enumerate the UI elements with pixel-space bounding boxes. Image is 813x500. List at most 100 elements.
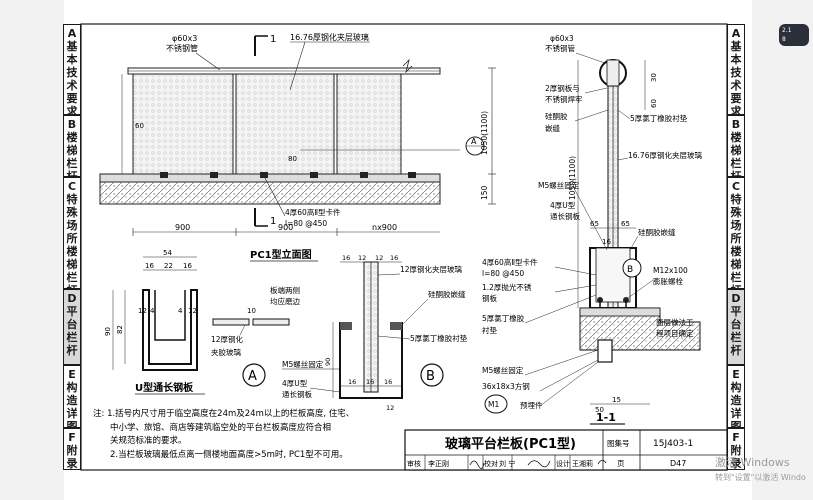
note-line-4: 2.当栏板玻璃最低点离一侧楼地面高度>5m时, PC1型不可用。 — [110, 449, 348, 460]
review-name: 李正刚 — [428, 459, 449, 468]
s-silicone-label-1: 硅酮胶 — [545, 111, 568, 121]
u-channel-title: U型通长钢板 — [135, 381, 194, 394]
s-pipe-label-2: 不锈钢管 — [545, 43, 575, 53]
dim-4a: 4 — [150, 307, 155, 315]
s-m1-callout: M1 — [488, 400, 499, 409]
dim-1050: 1050(1100) — [480, 111, 489, 155]
section-1-1: 30 60 1050(1100) 65 65 16 15 50 φ60x3 不锈… — [482, 34, 702, 425]
s-face-label-2: 程项目确定 — [656, 328, 694, 338]
dim-12b: 12 — [188, 307, 197, 315]
callout-a-detail — [242, 363, 266, 387]
s-embed-label: 预埋件 — [520, 400, 543, 410]
s-u-label-2: 通长钢板 — [550, 211, 580, 221]
dim-b-12a: 12 — [358, 254, 366, 262]
glass-panel — [132, 73, 234, 175]
tab-label: 附录 — [66, 444, 78, 470]
page-label: 页 — [617, 459, 625, 468]
s-face-label-1: 面层做法工 — [656, 317, 694, 327]
right-tab-e[interactable]: E 构造详图 — [727, 365, 745, 433]
s-dim-30: 30 — [650, 73, 658, 82]
s-dim-65b: 65 — [621, 220, 630, 228]
left-index-strip — [0, 0, 64, 500]
badge-upload: 2.1 — [782, 27, 792, 34]
clip-label-1: 4厚60高Ⅱ型卡件 — [285, 207, 341, 217]
edge-label-1: 板端两侧 — [270, 285, 300, 295]
b-u-label-1: 4厚U型 — [282, 379, 308, 388]
dim-nx900: nx900 — [372, 223, 397, 232]
glass-a-label-1: 12厚钢化 — [211, 334, 244, 344]
s-dim-50: 50 — [595, 406, 604, 414]
pipe-size-label: φ60x3 — [172, 34, 197, 43]
tab-label: 附录 — [730, 444, 742, 470]
detail-b: 16 12 12 16 16 16 16 90 12 12厚钢化夹层玻璃 硅酮胶… — [282, 254, 468, 412]
pipe-material-label: 不锈钢管 — [166, 43, 198, 53]
section-mark-bottom: 1 — [270, 216, 276, 227]
s-exp-label-1: M12x100 — [653, 266, 688, 275]
atlas-label: 图集号 — [607, 438, 630, 448]
right-tab-a[interactable]: A 基本技术要求 — [727, 24, 745, 118]
floor-finish — [99, 173, 441, 183]
detail-a: 10 板端两侧 均应磨边 12厚钢化 夹胶玻璃 A — [211, 285, 300, 387]
s-angle-label: 36x18x3方钢 — [482, 381, 530, 391]
dim-90: 90 — [104, 327, 112, 336]
title-block: 玻璃平台栏板(PC1型) 图集号 15J403-1 页 D47 审核 李正刚 校… — [404, 429, 728, 471]
s-bolt-label: M5螺丝固定 — [538, 180, 580, 190]
tab-letter: A — [731, 27, 741, 40]
tab-label: 楼梯栏杆 — [66, 131, 78, 183]
glass-a-label-2: 夹胶玻璃 — [211, 347, 241, 357]
b-sealant-label: 硅酮胶嵌缝 — [428, 289, 466, 299]
section-title: 1-1 — [596, 411, 616, 424]
elevation-view: 1 1 φ60x3 不锈钢管 16.76厚钢化夹层玻璃 60 80 4厚60高Ⅱ… — [99, 32, 496, 262]
sheet-frame — [80, 23, 728, 471]
dim-82: 82 — [116, 325, 124, 334]
dim-22: 22 — [164, 262, 173, 270]
network-speed-badge[interactable]: 2.1 8 — [779, 24, 809, 46]
tab-letter: E — [68, 368, 76, 381]
detail-b-letter: B — [426, 369, 435, 384]
tab-label: 构造详图 — [730, 381, 742, 433]
check-label: 校对 — [484, 459, 498, 468]
s-b-callout: B — [627, 265, 633, 275]
glass-panel — [235, 73, 335, 175]
right-tab-b[interactable]: B 楼梯栏杆 — [727, 115, 745, 183]
glass-label: 16.76厚钢化夹层玻璃 — [290, 32, 369, 42]
activation-watermark-subtitle: 转到"设置"以激活 Windo — [715, 473, 806, 482]
s-pipe-label-1: φ60x3 — [550, 34, 574, 43]
right-tab-c[interactable]: C 特殊场所楼梯栏杆 — [727, 177, 745, 297]
note-line-3: 关规范标准的要求。 — [110, 435, 187, 446]
dim-900-a: 900 — [175, 223, 190, 232]
u-channel-detail: 54 16 22 16 12 4 4 12 90 82 U型通长钢板 — [104, 249, 205, 395]
tab-letter: A — [67, 27, 77, 40]
section-mark-top: 1 — [270, 34, 276, 45]
tab-label: 构造详图 — [66, 381, 78, 433]
note-line-1: 注: 1.括号内尺寸用于临空高度在24m及24m以上的栏板高度, 住宅、 — [93, 408, 354, 419]
s-exp-label-2: 膨胀螺栓 — [653, 276, 683, 286]
dim-900-b: 900 — [278, 223, 293, 232]
s-ss-label-1: 1.2厚抛光不锈 — [482, 282, 532, 292]
dim-4b: 4 — [178, 307, 183, 315]
b-pad-label: 5厚氯丁橡胶衬垫 — [410, 333, 468, 343]
dim-150: 150 — [480, 185, 489, 200]
review-label: 审核 — [407, 459, 421, 468]
s-u-label-1: 4厚U型 — [550, 201, 576, 210]
left-tab-a[interactable]: A 基本技术要求 — [63, 24, 81, 118]
right-tab-d[interactable]: D 平台栏杆 — [727, 289, 745, 365]
right-tab-f[interactable]: F 附录 — [727, 428, 745, 470]
detail-a-letter: A — [248, 369, 257, 384]
check-name: 刘 宁 — [499, 459, 515, 468]
dim-12a: 12 — [138, 307, 147, 315]
dim-54: 54 — [163, 249, 172, 257]
glass-panel — [336, 73, 402, 175]
tab-label: 基本技术要求 — [66, 40, 78, 118]
dim-16b: 16 — [183, 262, 192, 270]
b-bolt-label: M5螺丝固定 — [282, 359, 324, 369]
design-name: 王湘莉 — [572, 459, 593, 468]
edge-label-2: 均应磨边 — [270, 296, 300, 306]
dim-b-16c: 16 — [348, 378, 356, 386]
tab-label: 平台栏杆 — [66, 305, 78, 357]
page-number: D47 — [670, 459, 686, 468]
dim-b-16d: 16 — [366, 378, 374, 386]
callout-b-detail — [420, 363, 444, 387]
